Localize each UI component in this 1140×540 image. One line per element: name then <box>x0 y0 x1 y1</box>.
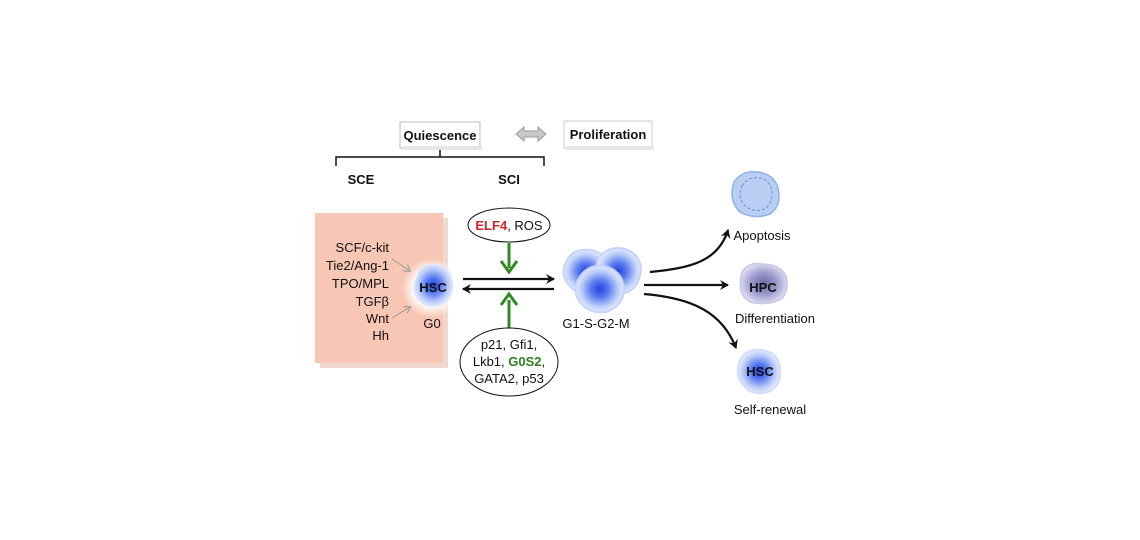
niche-factor: Tie2/Ang-1 <box>326 258 389 273</box>
g0s2-label: G0S2 <box>508 354 541 369</box>
state-interconversion-arrow <box>515 125 547 143</box>
niche-factor: Wnt <box>366 311 390 326</box>
scale-bracket <box>335 156 545 166</box>
lkb1-label: Lkb1, <box>473 354 508 369</box>
hsc-renewal-label: HSC <box>746 364 774 379</box>
ros-label: , ROS <box>507 218 543 233</box>
self-renewed-hsc-cell: HSC <box>736 348 782 395</box>
bottom-green-arrowhead <box>499 291 519 306</box>
self-renewal-arrow <box>643 292 738 349</box>
regulators-line-1: p21, Gfi1, <box>481 337 537 352</box>
elf4-label: ELF4 <box>475 218 508 233</box>
sce-label: SCE <box>348 172 375 187</box>
niche-factors: SCF/c-kit Tie2/Ang-1 TPO/MPL TGFβ Wnt Hh <box>326 240 389 343</box>
apoptosis-label: Apoptosis <box>733 228 791 243</box>
apoptotic-cell <box>731 170 780 218</box>
niche-factor: TPO/MPL <box>332 276 389 291</box>
regulators-comma: , <box>542 354 546 369</box>
hsc-label: HSC <box>419 280 447 295</box>
cycling-hsc-cluster <box>562 247 642 314</box>
sci-label: SCI <box>498 172 520 187</box>
regulators-line-3: GATA2, p53 <box>474 371 544 386</box>
top-regulator-oval: ELF4, ROS <box>467 207 551 243</box>
apoptosis-arrow <box>649 229 731 274</box>
self-renewal-label: Self-renewal <box>734 402 806 417</box>
niche-factor: Hh <box>372 328 389 343</box>
bottom-regulator-oval: p21, Gfi1, Lkb1, G0S2, GATA2, p53 <box>459 327 559 397</box>
g0-label: G0 <box>423 316 440 331</box>
quiescence-box: Quiescence <box>399 121 482 150</box>
signal-arrow <box>391 258 410 271</box>
hpc-cell: HPC <box>739 262 788 305</box>
svg-text:ELF4, ROS: ELF4, ROS <box>475 218 543 233</box>
differentiation-label: Differentiation <box>735 311 815 326</box>
svg-text:Lkb1, G0S2,: Lkb1, G0S2, <box>473 354 545 369</box>
quiescence-label: Quiescence <box>404 128 477 143</box>
top-green-arrowhead <box>499 260 519 275</box>
hpc-label: HPC <box>749 280 777 295</box>
proliferation-box: Proliferation <box>563 120 654 150</box>
cell-cycle-label: G1-S-G2-M <box>562 316 629 331</box>
niche-factor: SCF/c-kit <box>336 240 390 255</box>
signal-arrow <box>391 307 410 319</box>
quiescent-hsc-cell: HSC <box>402 258 462 318</box>
proliferation-label: Proliferation <box>570 127 647 142</box>
niche-factor: TGFβ <box>356 294 389 309</box>
